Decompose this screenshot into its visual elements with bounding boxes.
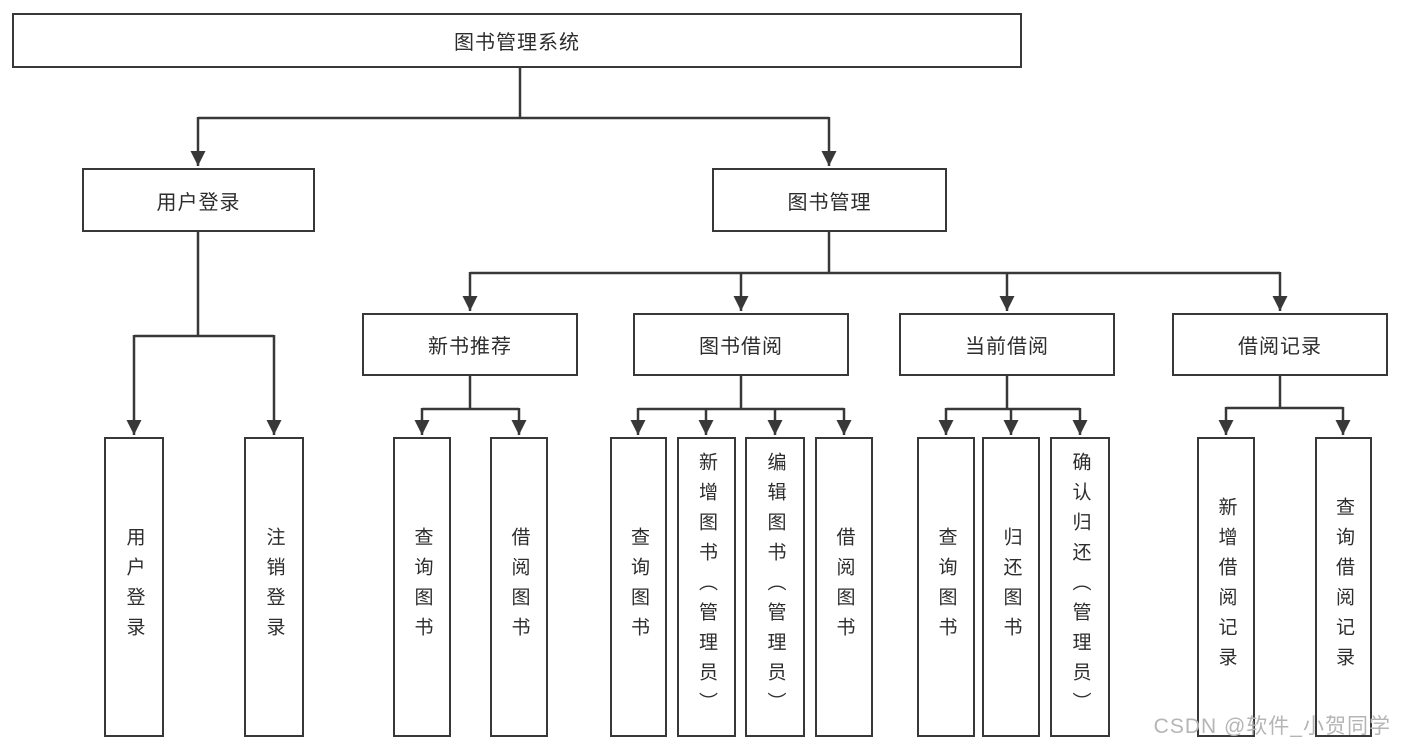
node-book-borrowing-label: 图书借阅 bbox=[699, 336, 783, 358]
leaf-logout: 注销登录 bbox=[244, 437, 304, 737]
node-book-management-label: 图书管理 bbox=[787, 191, 872, 214]
leaf-add-borrow-record: 新增借阅记录 bbox=[1197, 437, 1255, 737]
leaf-add-borrow-record-label: 新增借阅记录 bbox=[1215, 497, 1237, 677]
leaf-user-login: 用户登录 bbox=[104, 437, 164, 737]
node-new-book-recommendation-label: 新书推荐 bbox=[428, 336, 512, 358]
leaf-edit-books-admin-label: 编辑图书（管理员） bbox=[764, 452, 786, 722]
leaf-confirm-return-admin-label: 确认归还（管理员） bbox=[1069, 452, 1091, 722]
leaf-query-borrow-record-label: 查询借阅记录 bbox=[1333, 497, 1354, 677]
leaf-add-books-admin: 新增图书（管理员） bbox=[677, 437, 736, 737]
node-root-system: 图书管理系统 bbox=[12, 13, 1022, 68]
csdn-watermark: CSDN @软件_小贺同学 bbox=[1153, 715, 1391, 738]
node-new-book-recommendation: 新书推荐 bbox=[362, 313, 578, 376]
node-book-borrowing: 图书借阅 bbox=[633, 313, 849, 376]
leaf-query-books-recommend-label: 查询图书 bbox=[411, 527, 433, 647]
node-user-login: 用户登录 bbox=[82, 168, 315, 232]
leaf-add-books-admin-label: 新增图书（管理员） bbox=[696, 452, 717, 722]
leaf-query-books-recommend: 查询图书 bbox=[393, 437, 451, 737]
leaf-borrow-books: 借阅图书 bbox=[815, 437, 873, 737]
leaf-user-login-label: 用户登录 bbox=[123, 527, 145, 647]
leaf-confirm-return-admin: 确认归还（管理员） bbox=[1050, 437, 1110, 737]
node-current-borrowing: 当前借阅 bbox=[899, 313, 1115, 376]
node-root-system-label: 图书管理系统 bbox=[454, 32, 580, 54]
leaf-borrow-books-recommend: 借阅图书 bbox=[490, 437, 548, 737]
leaf-return-books: 归还图书 bbox=[982, 437, 1040, 737]
leaf-borrow-books-recommend-label: 借阅图书 bbox=[508, 527, 530, 647]
leaf-borrow-books-label: 借阅图书 bbox=[833, 527, 855, 647]
node-user-login-label: 用户登录 bbox=[156, 191, 241, 214]
leaf-return-books-label: 归还图书 bbox=[1000, 527, 1022, 647]
leaf-edit-books-admin: 编辑图书（管理员） bbox=[745, 437, 805, 737]
leaf-logout-label: 注销登录 bbox=[263, 527, 285, 647]
leaf-query-borrow-record: 查询借阅记录 bbox=[1315, 437, 1372, 737]
node-current-borrowing-label: 当前借阅 bbox=[965, 336, 1049, 358]
leaf-query-books-current-label: 查询图书 bbox=[935, 527, 957, 647]
leaf-query-books-borrowing-label: 查询图书 bbox=[628, 527, 649, 647]
node-borrowing-records-label: 借阅记录 bbox=[1238, 336, 1322, 358]
node-book-management: 图书管理 bbox=[712, 168, 947, 232]
node-borrowing-records: 借阅记录 bbox=[1172, 313, 1388, 376]
leaf-query-books-borrowing: 查询图书 bbox=[610, 437, 667, 737]
leaf-query-books-current: 查询图书 bbox=[917, 437, 975, 737]
